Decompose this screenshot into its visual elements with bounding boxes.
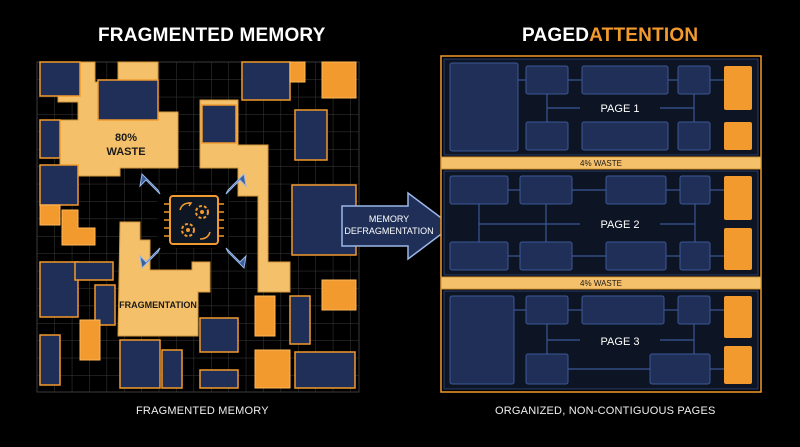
paged-attention-panel: 4% WASTE 4% WASTE PAGE 1 bbox=[440, 55, 762, 393]
arrow-down-right-icon bbox=[225, 247, 247, 270]
page-1: PAGE 1 bbox=[443, 58, 759, 156]
page-2-label: PAGE 2 bbox=[601, 219, 640, 231]
chip-gears-icon bbox=[158, 192, 228, 248]
right-title: PAGEDATTENTION bbox=[522, 25, 698, 47]
right-title-attention: ATTENTION bbox=[589, 25, 699, 46]
page-3-label: PAGE 3 bbox=[601, 336, 640, 348]
waste-bar-1 bbox=[440, 156, 762, 170]
defrag-label-line1: MEMORY bbox=[369, 214, 409, 224]
defragmentation-arrow: MEMORY DEFRAGMENTATION bbox=[341, 191, 454, 261]
tan-region-right bbox=[199, 99, 291, 293]
waste-label: WASTE bbox=[106, 146, 145, 158]
arrow-down-left-icon bbox=[139, 247, 161, 270]
page-2: PAGE 2 bbox=[443, 170, 759, 276]
page-3: PAGE 3 bbox=[443, 290, 759, 390]
fragmented-memory-panel: 80% WASTE FRAGMENTATION bbox=[36, 61, 360, 393]
left-caption: FRAGMENTED MEMORY bbox=[136, 405, 269, 417]
left-title: FRAGMENTED MEMORY bbox=[98, 25, 326, 46]
arrow-up-left-icon bbox=[139, 172, 161, 195]
right-caption: ORGANIZED, NON-CONTIGUOUS PAGES bbox=[495, 405, 716, 417]
waste-bar-2 bbox=[440, 276, 762, 290]
defrag-label-line2: DEFRAGMENTATION bbox=[344, 226, 433, 236]
waste-bar-2-label: 4% WASTE bbox=[580, 279, 622, 288]
fragmentation-region bbox=[117, 221, 211, 337]
waste-percent-label: 80% bbox=[115, 132, 137, 144]
right-title-paged: PAGED bbox=[522, 25, 590, 46]
waste-bar-1-label: 4% WASTE bbox=[580, 159, 622, 168]
arrow-up-right-icon bbox=[225, 172, 247, 195]
page-1-label: PAGE 1 bbox=[601, 103, 640, 115]
fragmentation-label: FRAGMENTATION bbox=[119, 300, 197, 310]
